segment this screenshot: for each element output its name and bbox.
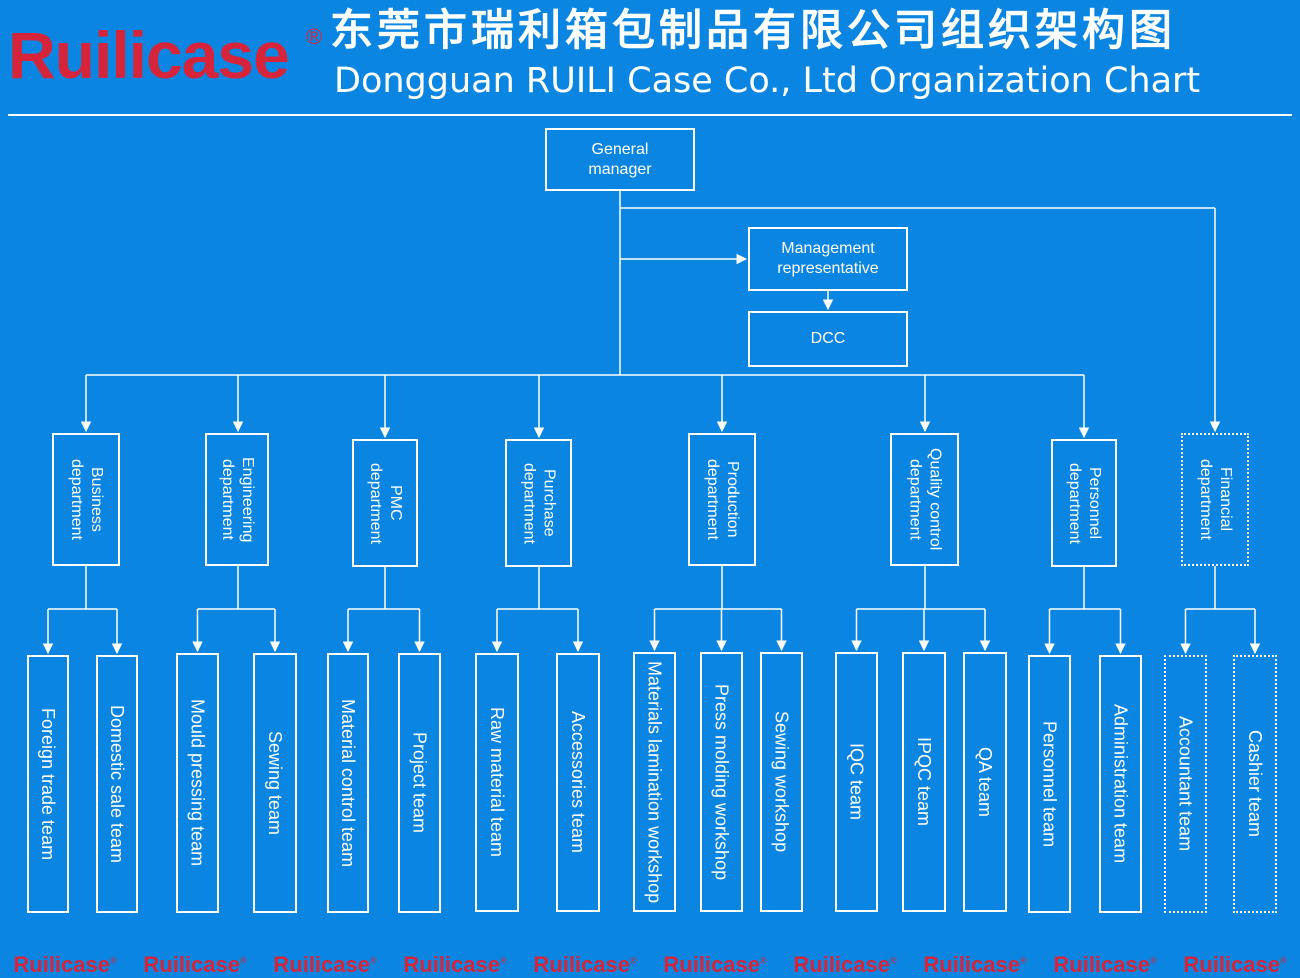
team-label: Mould pressing team [187,699,208,867]
management-representative-label: Management representative [777,240,879,277]
team-box: Material control team [327,653,369,913]
watermark-text: Ruilicase [1183,952,1280,977]
watermark-text: Ruilicase [403,952,500,977]
production-department-label: Production department [704,459,741,540]
dcc-label: DCC [810,330,846,347]
watermark-logo: Ruilicase® [13,954,116,976]
team-box: Sewing team [253,653,297,913]
team-box: Domestic sale team [96,655,138,913]
team-box: Raw material team [475,653,519,912]
team-label: IPQC team [914,737,934,827]
business-department-label: Business department [68,459,105,540]
team-box: Mould pressing team [176,653,219,913]
chart-title-chinese: 东莞市瑞利箱包制品有限公司组织架构图 [330,6,1176,56]
team-box: Project team [398,653,441,913]
team-label: Project team [409,732,430,834]
team-label: Domestic sale team [107,704,127,864]
engineering-department-label: Engineering department [219,456,256,543]
team-box: IQC team [835,652,878,912]
quality-department-label: Quality control department [906,448,944,551]
team-box: Personnel team [1028,655,1071,913]
team-label: Sewing team [265,730,285,836]
watermark-reg: ® [369,955,377,966]
watermark-logo: Ruilicase® [533,954,636,976]
team-label: Personnel team [1039,720,1060,848]
general-manager-label: General manager [588,140,652,178]
header-divider [8,114,1292,116]
pmc-department-label: PMC department [367,462,404,544]
team-box: Sewing workshop [760,652,803,912]
team-box: Foreign trade team [27,655,69,913]
team-box: Press molding workshop [700,652,743,912]
watermark-logo: Ruilicase® [273,954,376,976]
watermark-reg: ® [1019,955,1027,966]
pmc-department-box: PMC department [352,439,418,567]
watermark-logo: Ruilicase® [143,954,246,976]
watermark-footer: Ruilicase®Ruilicase®Ruilicase®Ruilicase®… [0,952,1300,978]
team-label: Administration team [1110,704,1131,864]
management-representative-box: Management representative [748,227,908,291]
chart-title-english: Dongguan RUILI Case Co., Ltd Organizatio… [334,61,1201,101]
team-label: QA team [975,746,995,818]
team-label: Foreign trade team [38,707,58,861]
general-manager-box: General manager [545,128,695,191]
watermark-text: Ruilicase [143,952,240,977]
watermark-reg: ® [889,955,897,966]
dcc-box: DCC [748,311,908,367]
team-box: IPQC team [902,652,946,912]
team-box: Accountant team [1164,655,1207,913]
team-label: IQC team [846,743,867,821]
financial-department-box: Financial department [1181,433,1249,566]
team-label: Accountant team [1175,716,1196,852]
watermark-reg: ® [629,955,637,966]
watermark-logo: Ruilicase® [1183,954,1286,976]
watermark-text: Ruilicase [1053,952,1150,977]
watermark-text: Ruilicase [923,952,1020,977]
watermark-logo: Ruilicase® [663,954,766,976]
team-label: Accessories team [568,711,588,854]
watermark-logo: Ruilicase® [923,954,1026,976]
personnel-department-box: Personnel department [1051,439,1117,567]
ruilicase-logo: Ruilicase [8,18,290,92]
team-label: Materials lamination workshop [644,660,665,904]
watermark-reg: ® [499,955,507,966]
team-label: Material control team [338,698,358,868]
watermark-logo: Ruilicase® [793,954,896,976]
watermark-logo: Ruilicase® [1053,954,1156,976]
team-label: Sewing workshop [771,711,792,853]
team-label: Raw material team [487,707,507,858]
engineering-department-box: Engineering department [205,433,269,566]
watermark-text: Ruilicase [273,952,370,977]
watermark-reg: ® [109,955,117,966]
production-department-box: Production department [688,433,756,566]
purchase-department-box: Purchase department [505,439,572,567]
team-box: Cashier team [1233,655,1277,913]
registered-mark: ® [306,24,323,49]
financial-department-label: Financial department [1197,459,1234,540]
purchase-department-label: Purchase department [520,462,558,544]
team-box: Administration team [1099,655,1142,913]
watermark-text: Ruilicase [533,952,630,977]
team-label: Press molding workshop [711,683,732,881]
watermark-reg: ® [1279,955,1287,966]
team-label: Cashier team [1245,730,1265,838]
business-department-box: Business department [52,433,120,566]
quality-department-box: Quality control department [890,433,959,566]
watermark-reg: ® [1149,955,1157,966]
watermark-logo: Ruilicase® [403,954,506,976]
watermark-text: Ruilicase [663,952,760,977]
watermark-text: Ruilicase [13,952,110,977]
watermark-reg: ® [239,955,247,966]
team-box: Materials lamination workshop [633,652,676,912]
personnel-department-label: Personnel department [1066,462,1103,544]
team-box: Accessories team [556,653,600,912]
watermark-reg: ® [759,955,767,966]
watermark-text: Ruilicase [793,952,890,977]
team-box: QA team [963,652,1007,912]
